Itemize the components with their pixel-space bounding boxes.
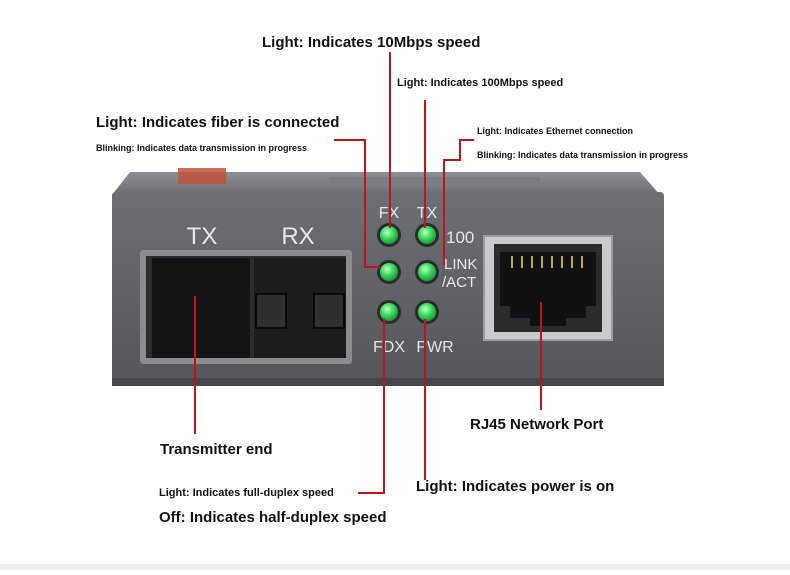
callout-eth-light: Light: Indicates Ethernet connection bbox=[477, 126, 634, 136]
leader-fdx bbox=[358, 319, 385, 494]
led-label-tx: TX bbox=[417, 205, 438, 222]
led-label-act: /ACT bbox=[442, 274, 476, 291]
port-rx-label: RX bbox=[281, 223, 314, 250]
callout-fdx-off: Off: Indicates half-duplex speed bbox=[159, 509, 387, 526]
led-label-pwr: PWR bbox=[416, 339, 453, 356]
led-fx-link bbox=[377, 260, 401, 284]
bottom-divider bbox=[0, 564, 790, 570]
led-link-act bbox=[415, 260, 439, 284]
leader-ethernet bbox=[443, 139, 474, 265]
device-body-bottom-edge bbox=[112, 378, 664, 386]
callout-100mbps: Light: Indicates 100Mbps speed bbox=[397, 77, 564, 89]
callout-transmitter: Transmitter end bbox=[160, 441, 273, 458]
callout-rj45: RJ45 Network Port bbox=[470, 416, 604, 433]
leader-fiber bbox=[334, 139, 380, 268]
led-tx-100 bbox=[415, 223, 439, 247]
device-top-stripe bbox=[330, 177, 540, 183]
led-fx bbox=[377, 223, 401, 247]
led-label-100: 100 bbox=[446, 228, 474, 247]
callout-eth-blink: Blinking: Indicates data transmission in… bbox=[477, 150, 689, 160]
led-label-link: LINK bbox=[444, 256, 477, 273]
sc-rx-inner-left bbox=[255, 293, 287, 329]
callout-fiber-blink: Blinking: Indicates data transmission in… bbox=[96, 143, 308, 153]
port-tx-label: TX bbox=[187, 223, 218, 250]
callout-fiber-light: Light: Indicates fiber is connected bbox=[96, 114, 340, 131]
led-label-fdx: FDX bbox=[373, 339, 405, 356]
sc-rx-inner-right bbox=[313, 293, 345, 329]
led-fdx bbox=[377, 300, 401, 324]
sc-fiber-port[interactable] bbox=[140, 250, 352, 364]
rj45-port[interactable] bbox=[483, 235, 613, 341]
led-pwr bbox=[415, 300, 439, 324]
sc-tx-socket bbox=[152, 258, 250, 358]
callout-fdx-light: Light: Indicates full-duplex speed bbox=[159, 487, 334, 499]
callout-power: Light: Indicates power is on bbox=[416, 478, 615, 495]
device-top-label bbox=[178, 168, 226, 184]
leader-lines bbox=[194, 52, 542, 494]
callout-10mbps: Light: Indicates 10Mbps speed bbox=[262, 34, 481, 51]
